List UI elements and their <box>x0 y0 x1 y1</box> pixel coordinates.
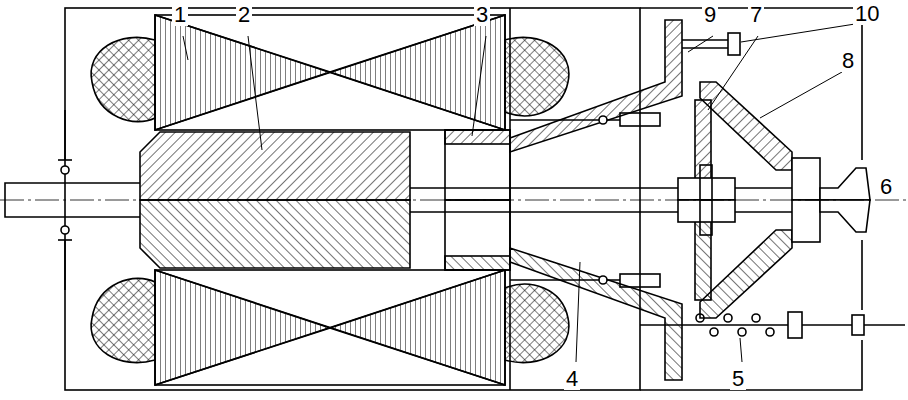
centre-line <box>0 200 908 201</box>
half-section-mirror <box>5 200 870 385</box>
stator-core <box>330 15 505 130</box>
end-hub <box>792 158 820 200</box>
end-winding <box>505 37 569 115</box>
callout-number: 10 <box>853 3 881 25</box>
handwheel <box>820 168 870 200</box>
stator-outline <box>155 15 505 130</box>
sleeve-wall <box>445 130 510 144</box>
brake-housing <box>861 240 863 310</box>
pin <box>599 116 607 124</box>
end-winding <box>91 37 155 121</box>
brake-cone <box>700 82 792 170</box>
terminal-lead <box>58 159 72 161</box>
hub-collar <box>700 165 712 200</box>
callout-number: 3 <box>474 4 490 26</box>
spring <box>640 312 905 338</box>
sleeve <box>445 130 510 200</box>
callout-number: 7 <box>748 4 764 26</box>
callout-number: 1 <box>172 4 188 26</box>
leader-lines <box>183 24 855 362</box>
callout-number: 4 <box>564 368 580 390</box>
half-section <box>5 15 870 200</box>
terminal-lead <box>64 110 66 160</box>
callout-number: 6 <box>878 176 894 198</box>
stator-line <box>155 15 505 130</box>
terminal <box>61 166 69 174</box>
rotor <box>140 132 410 200</box>
callout-number: 2 <box>236 4 252 26</box>
callout-number: 8 <box>840 50 856 72</box>
callout-number: 5 <box>730 368 746 390</box>
stator-core <box>155 15 330 130</box>
bearing-block <box>620 113 660 126</box>
shaft <box>410 187 820 189</box>
callout-number: 9 <box>702 4 718 26</box>
shaft <box>5 183 140 200</box>
clutch-cone <box>510 20 682 152</box>
adjust-screw <box>682 33 740 55</box>
hub <box>678 178 735 200</box>
stator-line <box>155 15 505 130</box>
